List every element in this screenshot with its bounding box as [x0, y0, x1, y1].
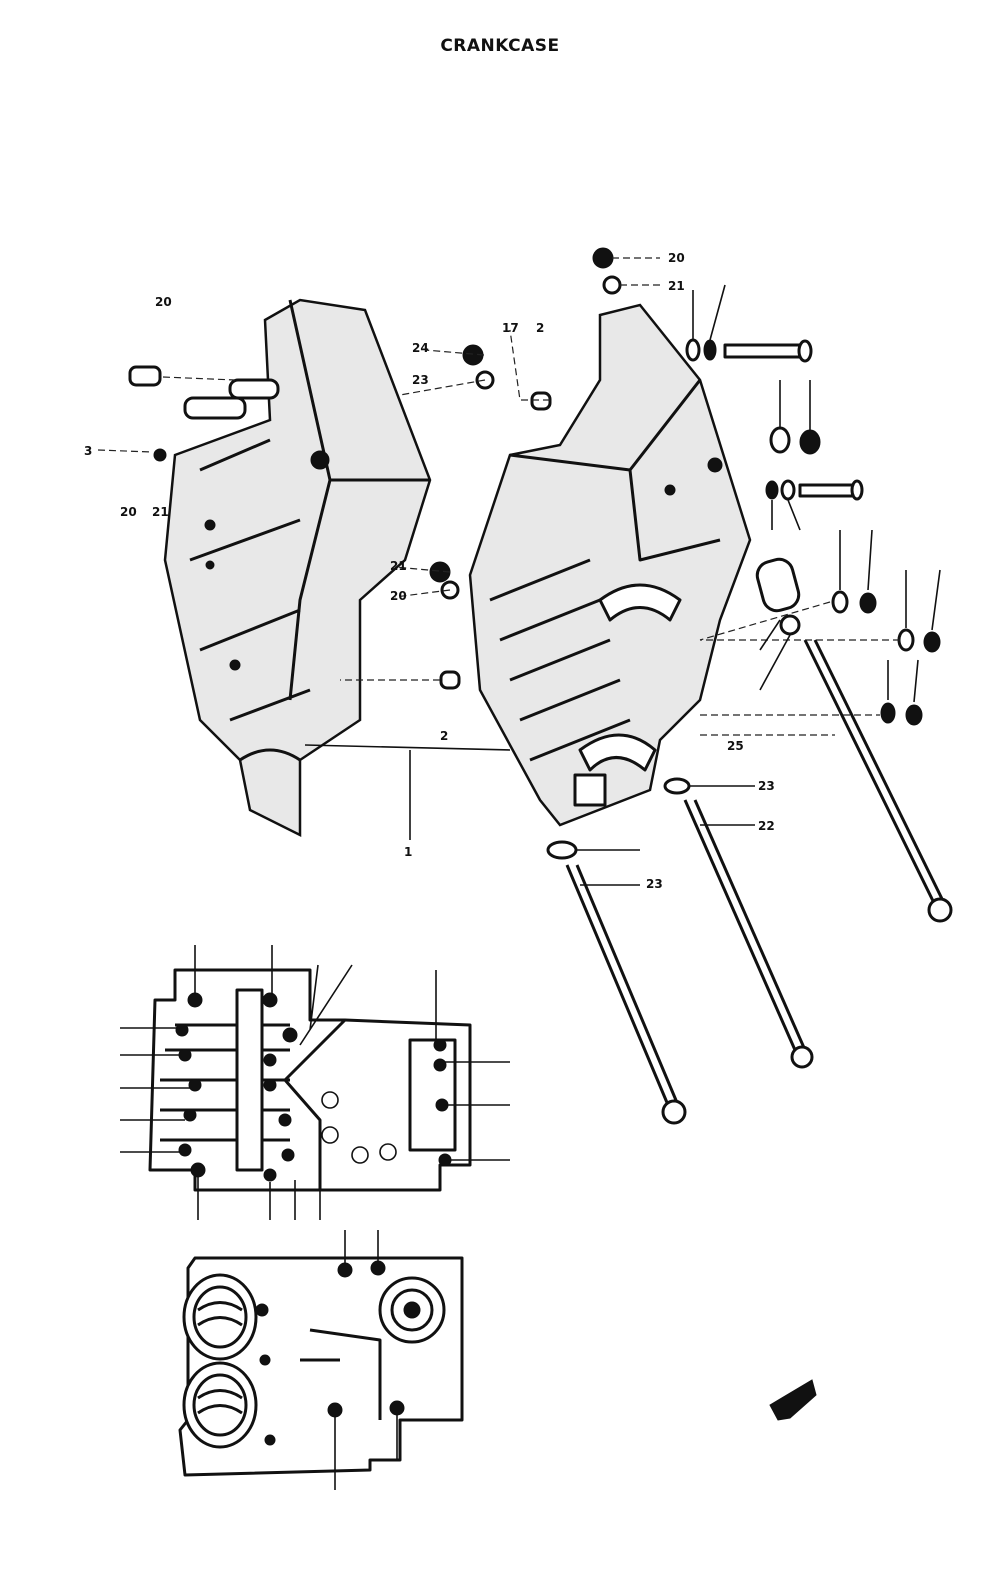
callout: 1 — [404, 845, 412, 859]
callout: 2 — [536, 321, 544, 335]
lower-crankcase-half — [468, 303, 752, 827]
callout: 17 — [502, 321, 519, 335]
page-title: CRANKCASE — [440, 36, 560, 56]
callout: 21 — [668, 279, 685, 293]
callout: 20 — [668, 251, 685, 265]
callout: 21 — [390, 559, 407, 573]
inset-bolt-pattern-view — [120, 945, 510, 1220]
callout: 23 — [646, 877, 663, 891]
callout: 20 — [155, 295, 172, 309]
callout: 21 — [152, 505, 169, 519]
small-bracket-part — [769, 1379, 817, 1421]
callout: 2 — [440, 729, 448, 743]
callout: 20 — [390, 589, 407, 603]
callout-numbers: 20 3 20 21 24 23 17 2 21 20 2 1 20 21 25… — [84, 251, 775, 891]
callout: 23 — [412, 373, 429, 387]
upper-crankcase-half — [163, 298, 432, 838]
inset-bottom-view — [178, 1230, 464, 1490]
callout: 3 — [84, 444, 92, 458]
dowel-pin — [128, 365, 162, 387]
callout: 23 — [758, 779, 775, 793]
callout: 25 — [727, 739, 744, 753]
callout: 20 — [120, 505, 137, 519]
callout: 22 — [758, 819, 775, 833]
hardware-parts — [128, 247, 953, 1125]
leader-lines — [97, 257, 941, 886]
callout: 24 — [412, 341, 429, 355]
